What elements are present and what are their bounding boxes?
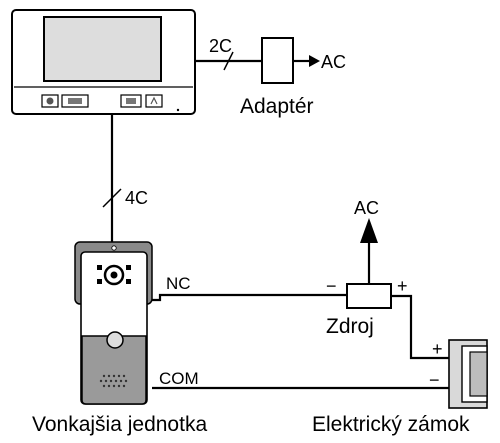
- nc-wire: [152, 293, 347, 302]
- psu-plus-label: +: [397, 276, 408, 296]
- power-supply-icon: [346, 218, 392, 309]
- com-label: COM: [159, 369, 199, 388]
- nc-label: NC: [166, 274, 191, 293]
- monitor-button-2-icon: [68, 98, 82, 104]
- psu-ac-label: AC: [354, 198, 379, 218]
- plus-wire: [391, 294, 455, 360]
- cable-tick: [102, 188, 122, 208]
- monitor-wire-tick: [223, 51, 234, 71]
- adapter-label: Adaptér: [240, 95, 314, 118]
- cable-label: 4C: [125, 188, 148, 208]
- adapter-ac-label: AC: [321, 52, 346, 72]
- lock-plus-label: +: [432, 339, 443, 359]
- monitor-button-4: [145, 94, 163, 108]
- psu-minus-label: −: [326, 276, 337, 296]
- call-button-icon: [106, 331, 124, 349]
- indoor-monitor-icon: [11, 9, 196, 115]
- monitor-wire-label: 2C: [209, 36, 232, 56]
- outdoor-unit-label: Vonkajšia jednotka: [32, 413, 207, 436]
- lock-label: Elektrický zámok: [312, 413, 470, 436]
- lock-minus-label: −: [429, 370, 440, 390]
- monitor-button-1-icon: [46, 97, 54, 105]
- power-adapter-icon: [261, 37, 320, 84]
- electric-lock-icon: [448, 339, 488, 409]
- door-camera-unit-icon: [74, 241, 153, 405]
- monitor-button-4-icon: [150, 96, 158, 105]
- psu-label: Zdroj: [326, 315, 374, 338]
- monitor-button-3-icon: [126, 98, 136, 104]
- speaker-grille-icon: [99, 374, 128, 388]
